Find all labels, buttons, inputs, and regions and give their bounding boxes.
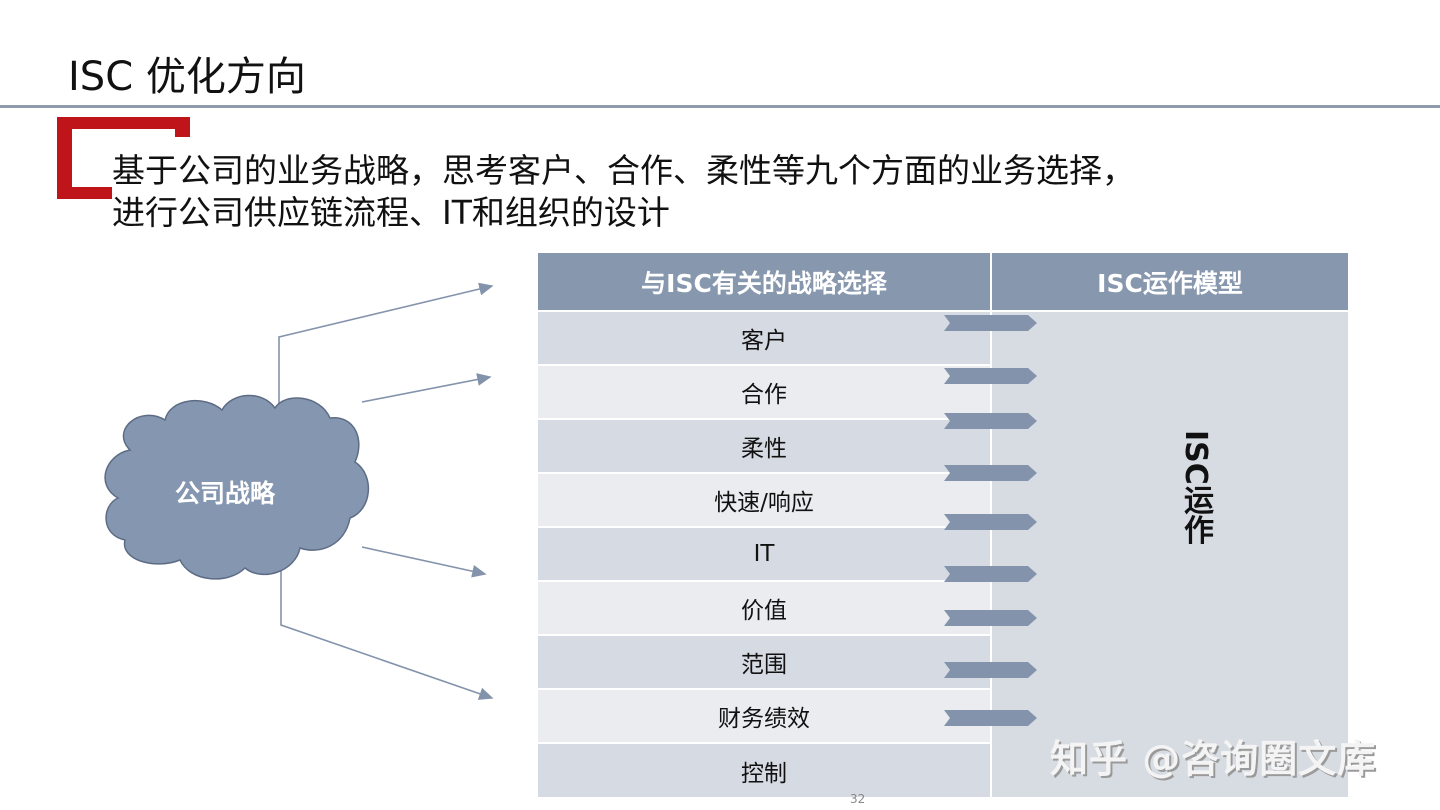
- chevron-arrow-icon: [944, 315, 1037, 331]
- row-flexibility: 柔性: [538, 420, 990, 472]
- red-bracket-icon: [57, 117, 190, 199]
- row-control: 控制: [538, 744, 990, 797]
- subtitle-line-1: 基于公司的业务战略，思考客户、合作、柔性等九个方面的业务选择，: [112, 151, 1135, 190]
- chevron-arrow-icon: [944, 610, 1037, 626]
- watermark: 知乎 @咨询圈文库: [1050, 737, 1377, 781]
- row-scope: 范围: [538, 636, 990, 688]
- isc-operation-label: ISC运作: [1178, 430, 1213, 545]
- row-value: 价值: [538, 582, 990, 634]
- row-financial-performance: 财务绩效: [538, 690, 990, 742]
- chevron-arrow-icon: [944, 514, 1037, 530]
- cloud-icon: [104, 394, 369, 580]
- header-strategy-choices: 与ISC有关的战略选择: [538, 253, 990, 310]
- isc-model-body: [992, 312, 1348, 797]
- row-cooperation: 合作: [538, 366, 990, 418]
- subtitle-line-2: 进行公司供应链流程、IT和组织的设计: [112, 193, 670, 232]
- row-customer: 客户: [538, 312, 990, 364]
- row-responsiveness: 快速/响应: [538, 474, 990, 526]
- chevron-arrow-icon: [944, 566, 1037, 582]
- slide-title: ISC 优化方向: [68, 54, 306, 100]
- subtitle: 基于公司的业务战略，思考客户、合作、柔性等九个方面的业务选择， 进行公司供应链流…: [112, 150, 1135, 234]
- chevron-arrow-icon: [944, 465, 1037, 481]
- page-number: 32: [850, 792, 866, 806]
- cloud-label: 公司战略: [174, 479, 275, 508]
- chevron-arrow-icon: [944, 368, 1037, 384]
- connector-lines: [278, 282, 494, 700]
- title-rule: [0, 105, 1440, 108]
- row-it: IT: [538, 528, 990, 580]
- strategy-diagram: [104, 282, 494, 700]
- chevron-arrow-icon: [944, 662, 1037, 678]
- chevron-arrow-icon: [944, 710, 1037, 726]
- header-isc-model: ISC运作模型: [992, 253, 1348, 310]
- chevron-arrow-icon: [944, 413, 1037, 429]
